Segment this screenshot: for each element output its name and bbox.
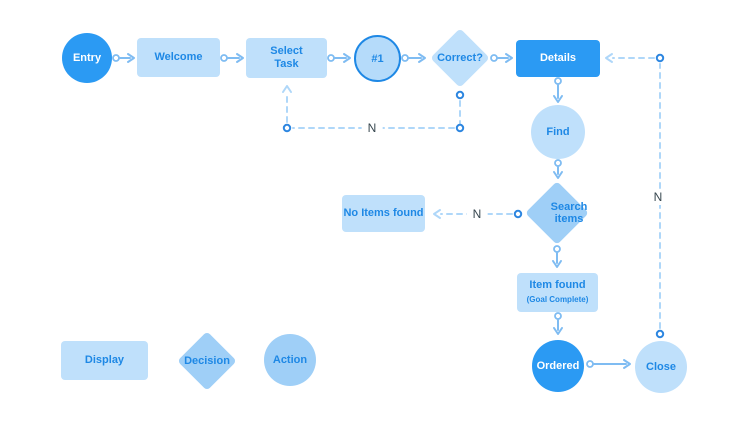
connector-searchitems-itemfound (552, 245, 562, 268)
legend-action-label: Action (272, 354, 308, 366)
node-correct: Correct? (430, 28, 490, 88)
node-entry: Entry (62, 33, 112, 83)
node-item-found-label: Item found (529, 279, 586, 291)
node-correct-label: Correct? (437, 52, 483, 64)
node-search-items-label: Search items (550, 201, 588, 225)
legend-display: Display (61, 341, 148, 380)
connector-find-searchitems (553, 159, 563, 179)
node-find-label: Find (546, 126, 570, 138)
node-select-task-label: Select Task (270, 45, 303, 70)
connector-itemfound-ordered (553, 312, 563, 335)
node-details: Details (516, 40, 600, 77)
node-search-items: Search items (525, 181, 589, 245)
branch-label-close-no: N (647, 189, 669, 205)
branch-label-correct-no: N (361, 120, 383, 136)
node-welcome-label: Welcome (154, 51, 203, 63)
node-close: Close (635, 341, 687, 393)
node-ordered: Ordered (532, 340, 584, 392)
node-close-label: Close (646, 361, 676, 373)
node-item-found-sublabel: (Goal Complete) (526, 295, 589, 304)
legend-action: Action (264, 334, 316, 386)
node-find: Find (531, 105, 585, 159)
connector-welcome-selecttask (220, 53, 244, 63)
connector-step1-correct (401, 53, 426, 63)
node-no-items-found: No Items found (342, 195, 425, 232)
node-select-task: Select Task (246, 38, 327, 78)
connector-selecttask-step1 (327, 53, 351, 63)
node-no-items-found-label: No Items found (343, 207, 424, 219)
connector-correct-details (490, 53, 513, 63)
connector-ordered-close (586, 359, 631, 369)
connector-details-find (553, 77, 563, 103)
node-ordered-label: Ordered (536, 360, 580, 372)
node-details-label: Details (539, 52, 577, 64)
legend-display-label: Display (84, 354, 125, 366)
node-step-one-label: #1 (371, 52, 384, 65)
connector-entry-welcome (112, 53, 135, 63)
node-entry-label: Entry (72, 52, 102, 64)
node-item-found: Item found (Goal Complete) (517, 273, 598, 312)
legend-decision: Decision (177, 331, 237, 391)
branch-label-search-no: N (466, 206, 488, 222)
node-welcome: Welcome (137, 38, 220, 77)
legend-decision-label: Decision (184, 355, 230, 367)
node-step-one: #1 (354, 35, 401, 82)
